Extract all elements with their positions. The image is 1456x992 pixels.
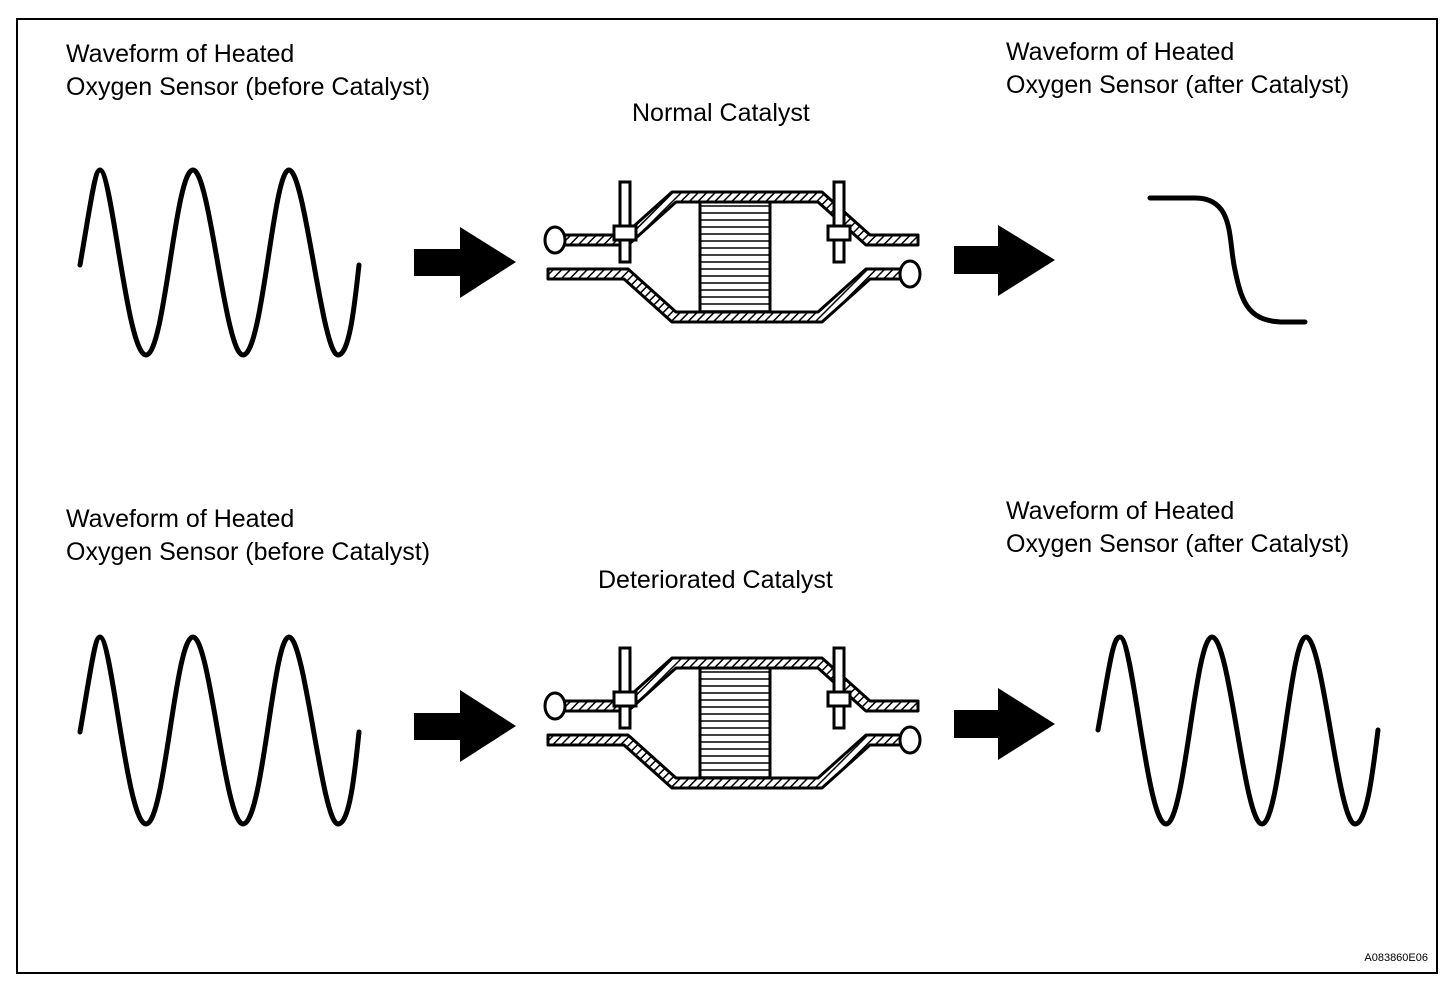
catalyst-label: Normal Catalyst bbox=[632, 99, 810, 127]
sine-waveform-icon bbox=[1095, 634, 1381, 827]
arrow-right-icon bbox=[954, 688, 1055, 760]
after-label-line2: Oxygen Sensor (after Catalyst) bbox=[1006, 71, 1350, 99]
step-waveform-icon bbox=[1147, 195, 1308, 325]
diagram-frame bbox=[16, 18, 1438, 974]
after-label-line1: Waveform of Heated bbox=[1006, 38, 1235, 66]
before-label-line1: Waveform of Heated bbox=[66, 40, 295, 68]
catalytic-converter-icon bbox=[543, 180, 922, 324]
arrow-right-icon bbox=[414, 227, 516, 298]
figure-code: A083860E06 bbox=[1364, 952, 1428, 964]
before-label-line2: Oxygen Sensor (before Catalyst) bbox=[66, 538, 431, 566]
sine-waveform-icon bbox=[77, 634, 362, 827]
arrow-right-icon bbox=[414, 690, 516, 762]
catalytic-converter-icon bbox=[543, 646, 922, 790]
catalyst-label: Deteriorated Catalyst bbox=[598, 566, 833, 594]
after-label-line2: Oxygen Sensor (after Catalyst) bbox=[1006, 530, 1350, 558]
before-label-line2: Oxygen Sensor (before Catalyst) bbox=[66, 73, 431, 101]
after-label-line1: Waveform of Heated bbox=[1006, 497, 1235, 525]
sine-waveform-icon bbox=[77, 167, 362, 358]
arrow-right-icon bbox=[954, 225, 1055, 296]
before-label-line1: Waveform of Heated bbox=[66, 505, 295, 533]
